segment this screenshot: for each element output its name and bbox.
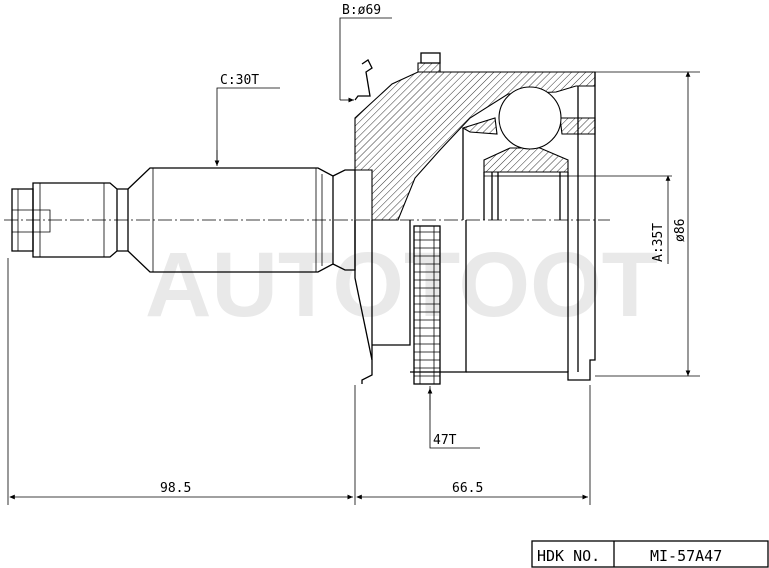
- watermark-text: AUTOTOOT: [145, 234, 658, 336]
- dim-c-label: C:30T: [220, 73, 259, 88]
- dim-c: C:30T: [214, 73, 280, 166]
- dim-b-label: B:ø69: [342, 3, 381, 18]
- title-block-label: HDK NO.: [537, 547, 600, 565]
- housing-exterior: [354, 220, 596, 385]
- dim-outer-dia-label: ø86: [673, 219, 688, 242]
- ball-bearing: [498, 86, 562, 150]
- title-block-value: MI-57A47: [650, 547, 722, 565]
- dim-a-label: A:35T: [651, 223, 666, 262]
- dim-a: A:35T ø86: [495, 71, 700, 377]
- dim-abs-label: 47T: [433, 433, 457, 448]
- dim-abs: 47T: [427, 386, 480, 449]
- dim-length-body-label: 66.5: [452, 481, 483, 496]
- dim-length-shaft-label: 98.5: [160, 481, 191, 496]
- housing-section: [354, 52, 596, 221]
- dim-b: B:ø69: [339, 3, 392, 103]
- dim-lengths: 98.5 66.5: [7, 258, 591, 505]
- title-block: HDK NO. MI-57A47: [531, 540, 769, 568]
- shaft: [11, 167, 356, 273]
- abs-tone-ring: [413, 225, 441, 385]
